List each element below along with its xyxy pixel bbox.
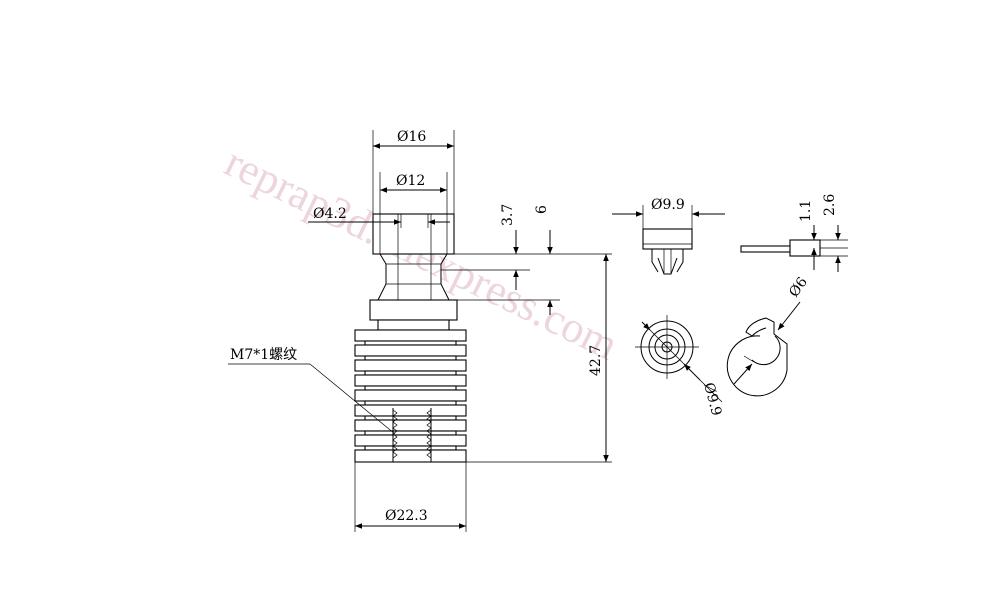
label-d9-9-side: Ø9.9 (700, 381, 724, 418)
label-h6: 6 (534, 205, 550, 214)
clip-top-view: Ø6 (726, 274, 811, 397)
dimension-42-7: 42.7 (466, 254, 612, 463)
label-d22-3: Ø22.3 (385, 508, 428, 524)
label-d9-9-top: Ø9.9 (651, 197, 685, 213)
label-thread: M7*1螺纹 (230, 347, 297, 363)
label-h2-6: 2.6 (822, 194, 838, 216)
label-d12: Ø12 (396, 173, 425, 189)
dimension-d16: Ø16 (372, 129, 455, 214)
thread-callout: M7*1螺纹 (228, 347, 396, 435)
coupling-block (372, 213, 455, 255)
clip-side-view: 1.1 2.6 (740, 194, 848, 272)
dimension-d12: Ø12 (379, 172, 448, 254)
label-h3-7: 3.7 (500, 204, 516, 226)
label-h42-7: 42.7 (588, 345, 604, 376)
label-d4-2: Ø4.2 (313, 206, 347, 222)
dimension-d22-3: Ø22.3 (354, 462, 467, 532)
neck-outline (377, 253, 450, 301)
label-d16: Ø16 (397, 129, 426, 145)
collet-side-view: Ø9.9 (612, 197, 725, 275)
dimension-d4-2: Ø4.2 (308, 206, 450, 225)
internal-thread (392, 408, 432, 462)
dimension-3-7-and-6: 3.7 6 (441, 204, 612, 315)
collet-top-view: Ø9.9 (635, 315, 724, 418)
label-d6: Ø6 (786, 274, 811, 300)
label-h1-1: 1.1 (798, 200, 814, 222)
flange-step (377, 319, 450, 331)
upper-flange (369, 299, 458, 321)
heatsink-main-view (354, 213, 467, 463)
cooling-fins (354, 329, 467, 463)
